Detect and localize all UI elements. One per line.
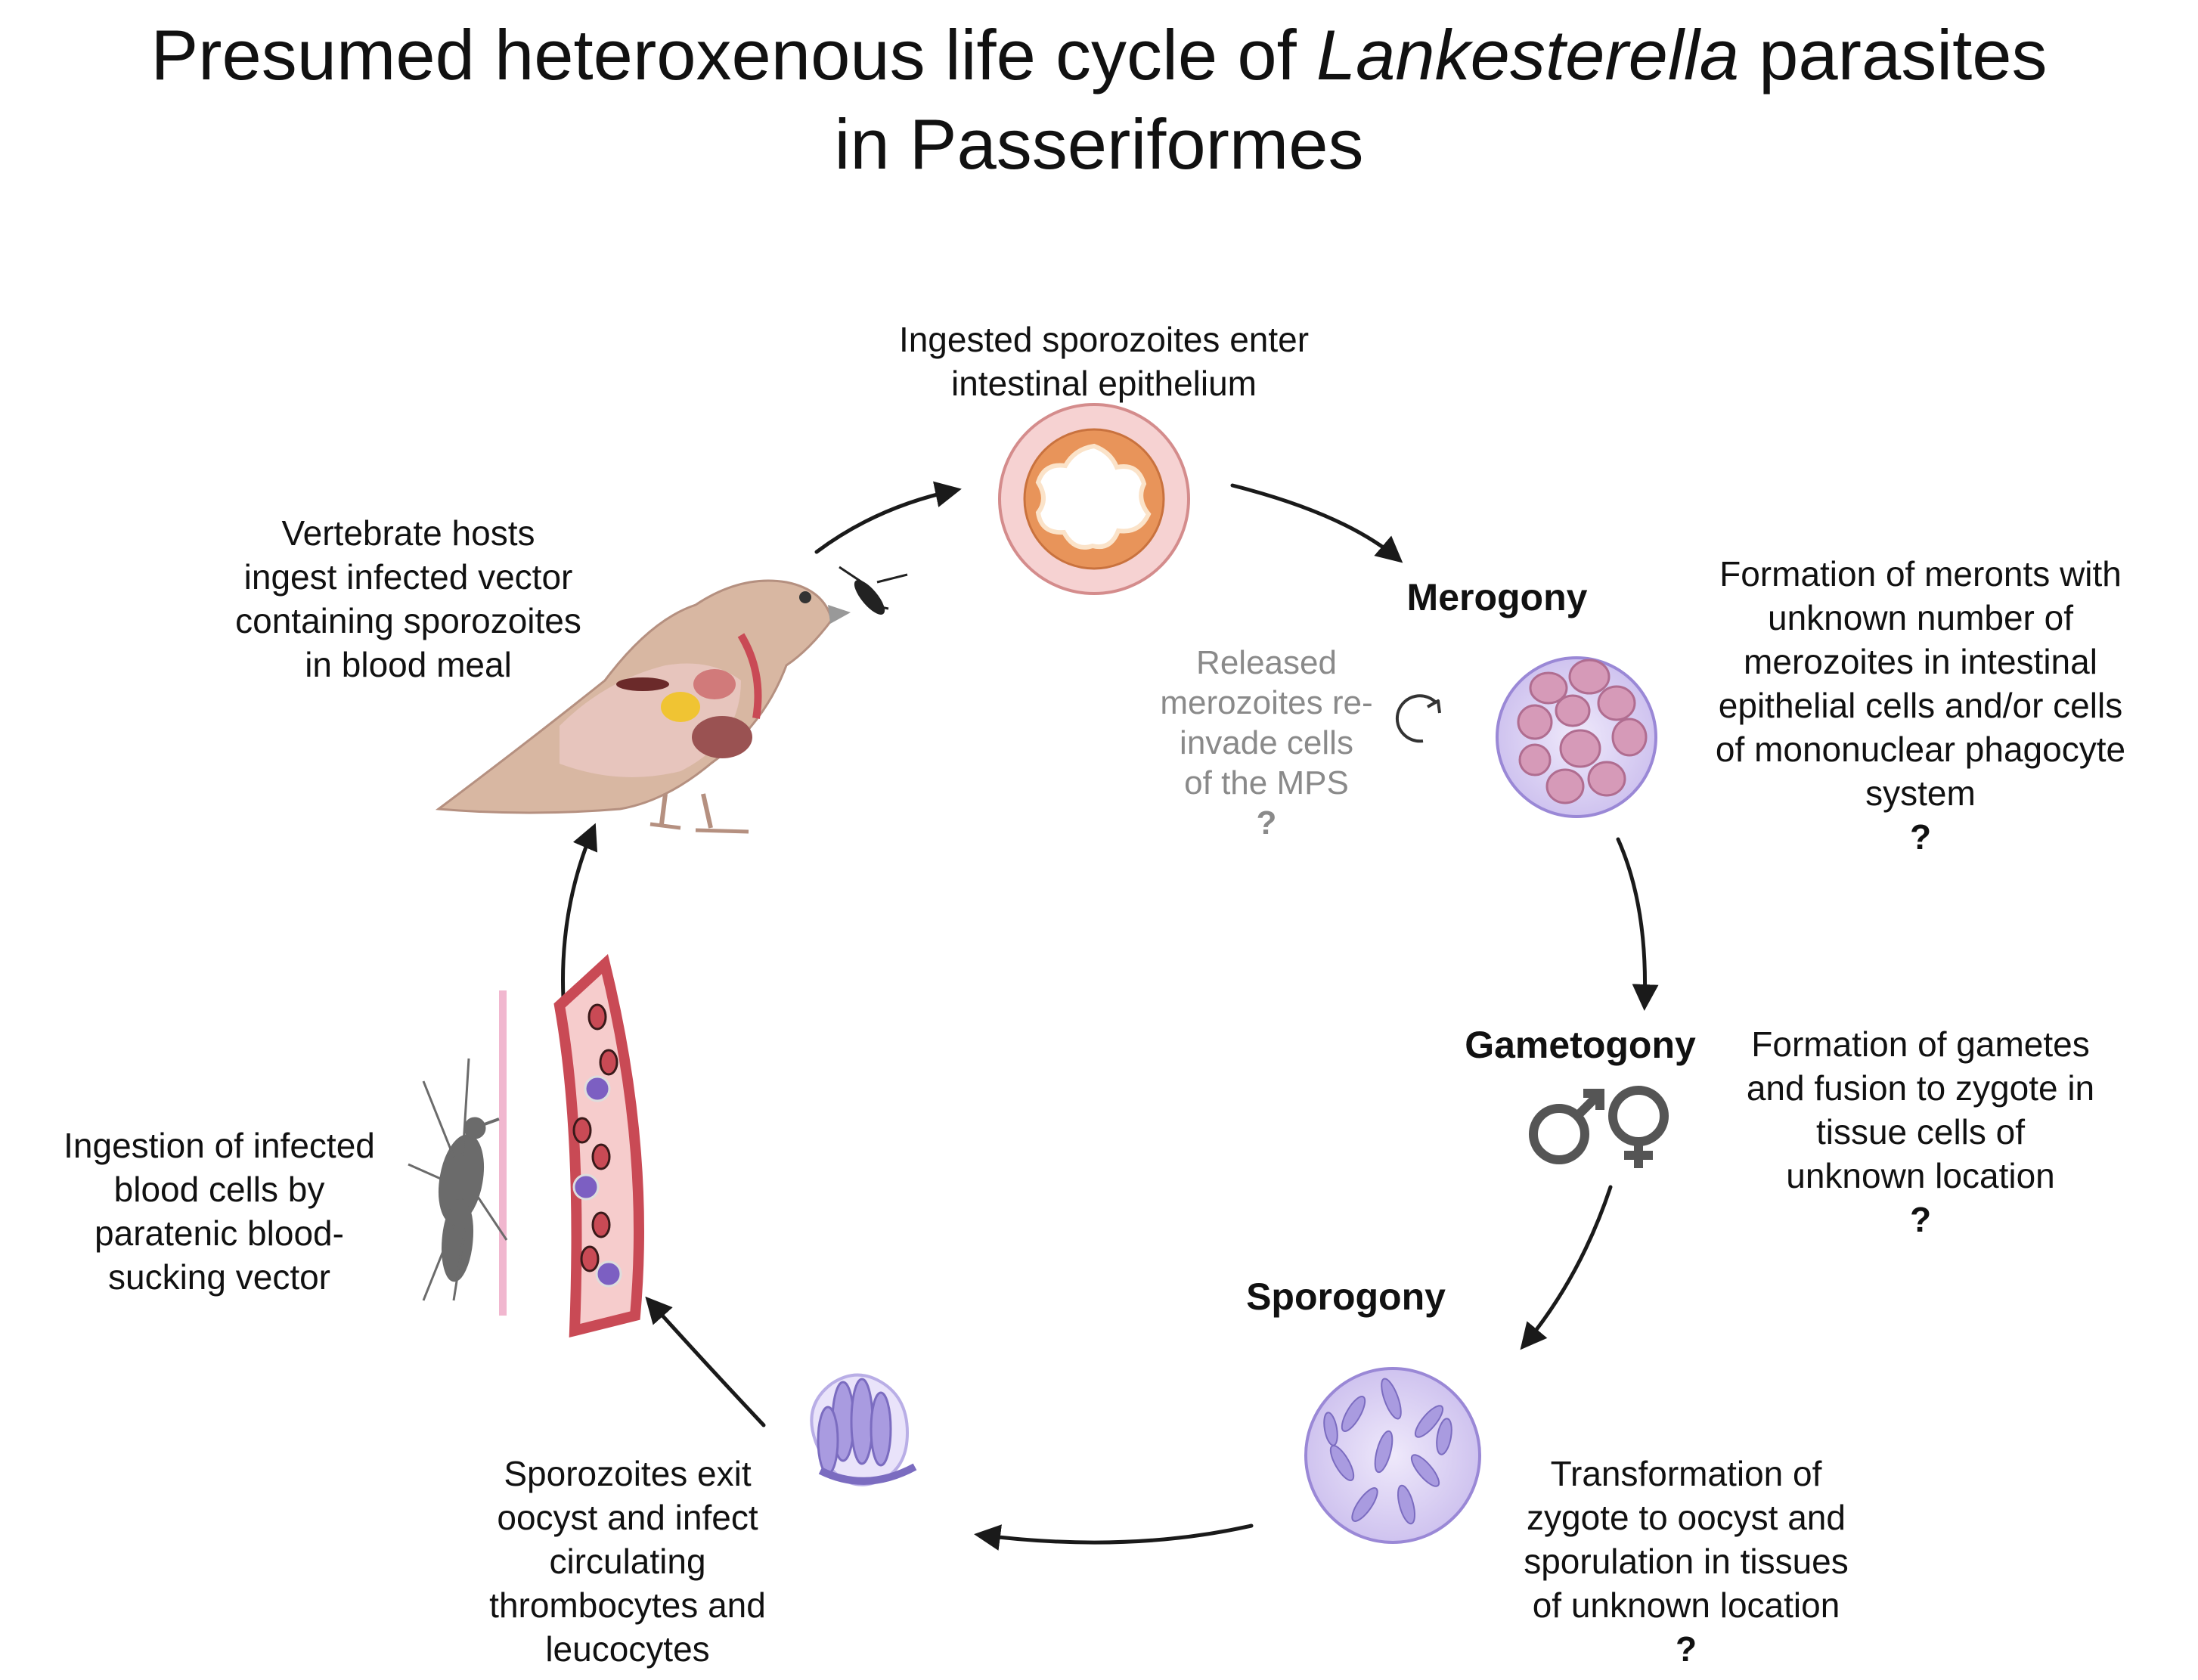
cycle-arrows: [561, 481, 1659, 1551]
stage-sporogony: Sporogony: [1246, 1275, 1446, 1318]
label-sporozoites-exit: Sporozoites exit oocyst and infect circu…: [489, 1454, 766, 1669]
gametogony-question-mark: ?: [1909, 1200, 1932, 1239]
diagram-title: Presumed heteroxenous life cycle of Lank…: [0, 11, 2198, 189]
intestine-cross-section-icon: [998, 403, 1190, 595]
title-genus: Lankesterella: [1316, 15, 1739, 95]
arrow-vessel-to-bird: [561, 823, 598, 1000]
title-prefix: Presumed heteroxenous life cycle of: [150, 15, 1316, 95]
title-line2: in Passeriformes: [834, 104, 1364, 184]
label-reinvade: Released merozoites re- invade cells of …: [1127, 643, 1406, 843]
sporogony-question-mark: ?: [1675, 1629, 1697, 1669]
label-intestine: Ingested sporozoites enter intestinal ep…: [898, 320, 1310, 403]
title-suffix: parasites: [1738, 15, 2048, 95]
arrow-bird-to-intestine: [814, 481, 962, 554]
label-vector-ingestion: Ingestion of infected blood cells by par…: [64, 1126, 375, 1297]
arrow-gametogony-to-sporogony: [1520, 1185, 1613, 1350]
stage-merogony: Merogony: [1406, 576, 1588, 618]
skin-surface: [499, 990, 507, 1316]
mosquito-icon: [408, 1058, 508, 1301]
label-vertebrate-hosts: Vertebrate hosts ingest infected vector …: [235, 513, 581, 684]
bird-prey-mosquito-icon: [839, 566, 908, 615]
sporozoite-cell-icon: [1304, 1367, 1481, 1544]
arrow-merogony-to-gametogony: [1616, 837, 1659, 1011]
arrow-sporogony-to-oocyst: [974, 1523, 1254, 1551]
stage-gametogony: Gametogony: [1465, 1024, 1696, 1066]
label-sporogony-description: Transformation of zygote to oocyst and s…: [1467, 1452, 1905, 1671]
merogony-question-mark: ?: [1909, 817, 1932, 857]
label-merogony-description: Formation of meronts with unknown number…: [1679, 552, 2162, 859]
reinvade-question-mark: ?: [1256, 804, 1277, 842]
blood-vessel-icon: [553, 953, 644, 1338]
oocyst-icon: [810, 1373, 917, 1486]
arrow-oocyst-to-vessel: [645, 1296, 766, 1427]
arrow-intestine-to-merogony: [1230, 483, 1403, 563]
refresh-cycle-icon: [1395, 694, 1441, 743]
meront-cell-icon: [1496, 656, 1657, 818]
sparrow-icon: [435, 579, 851, 834]
male-female-icon: [1529, 1086, 1669, 1168]
label-gametogony-description: Formation of gametes and fusion to zygot…: [1709, 1022, 2132, 1241]
